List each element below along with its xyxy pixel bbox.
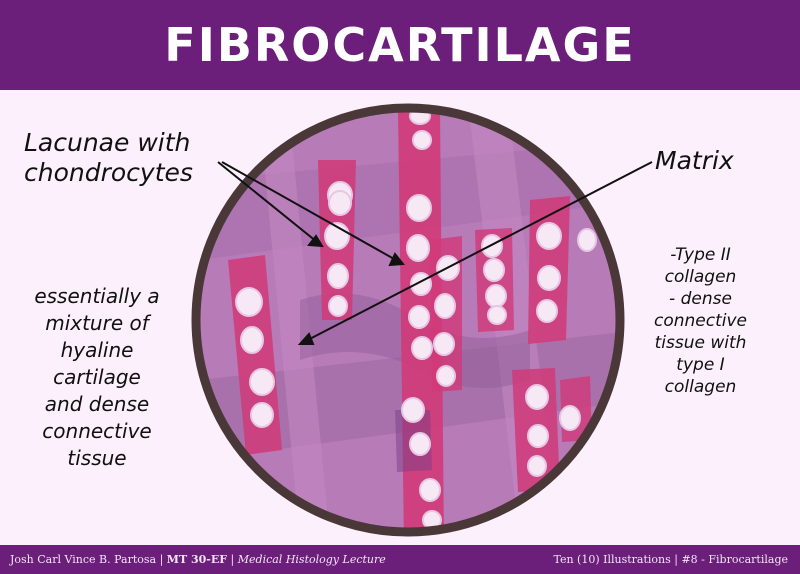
description-line: tissue bbox=[67, 446, 127, 470]
description-line: cartilage bbox=[53, 365, 141, 389]
pointer-arrows bbox=[217, 161, 653, 345]
description-line: -Type II bbox=[670, 245, 731, 265]
description-line: collagen bbox=[664, 377, 737, 397]
lecture-name: Medical Histology Lecture bbox=[237, 553, 386, 566]
description-line: - dense bbox=[669, 289, 732, 309]
tissue-view bbox=[196, 108, 620, 532]
footer-separator: | bbox=[227, 553, 238, 566]
course-code: MT 30-EF bbox=[166, 553, 228, 566]
description-line: type I bbox=[676, 355, 725, 375]
description-line: essentially a bbox=[34, 284, 160, 308]
description-line: connective bbox=[653, 311, 747, 331]
lacunae-label: Lacunae with chondrocytes bbox=[24, 128, 193, 188]
description-line: mixture of bbox=[45, 311, 149, 335]
microscope-field-border bbox=[191, 103, 625, 537]
description-line: tissue with bbox=[654, 333, 747, 353]
author-name: Josh Carl Vince B. Partosa bbox=[10, 553, 157, 566]
description-line: connective bbox=[42, 419, 152, 443]
lacunae-label-line: chondrocytes bbox=[24, 158, 193, 187]
footer-bar: Josh Carl Vince B. Partosa | MT 30-EF | … bbox=[0, 545, 800, 574]
footer-credits: Josh Carl Vince B. Partosa | MT 30-EF | … bbox=[10, 553, 386, 566]
description-left: essentially a mixture of hyaline cartila… bbox=[12, 283, 182, 472]
page-title: FIBROCARTILAGE bbox=[164, 18, 636, 72]
series-info: Ten (10) Illustrations | #8 - Fibrocarti… bbox=[553, 553, 788, 566]
footer-separator: | bbox=[156, 553, 167, 566]
description-right: -Type II collagen - dense connective tis… bbox=[628, 244, 773, 398]
description-line: and dense bbox=[44, 392, 150, 416]
lacunae-label-line: Lacunae with bbox=[24, 128, 191, 157]
description-line: hyaline bbox=[60, 338, 134, 362]
description-line: collagen bbox=[664, 267, 737, 287]
matrix-label: Matrix bbox=[655, 146, 734, 175]
title-banner: FIBROCARTILAGE bbox=[0, 0, 800, 90]
